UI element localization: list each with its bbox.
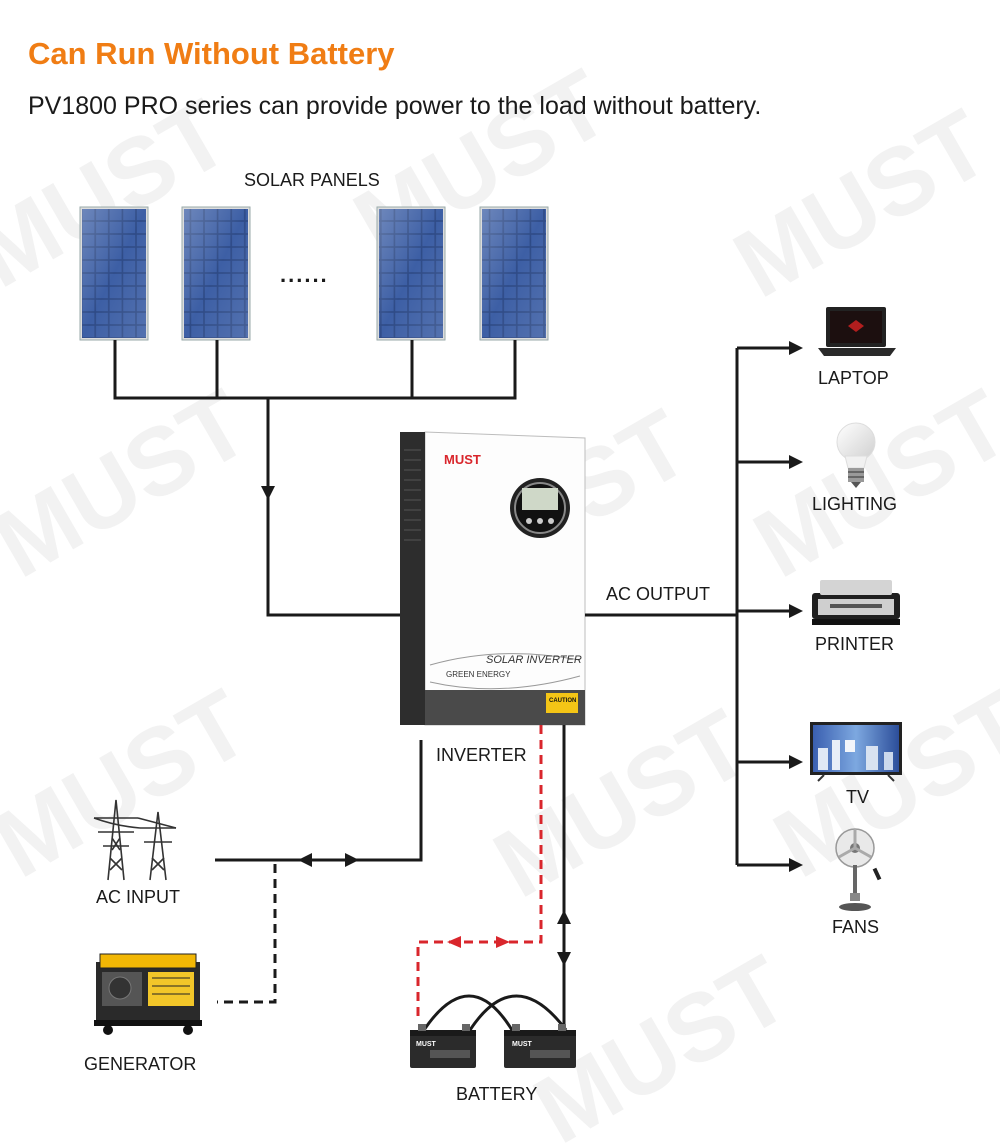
laptop-icon [818, 307, 896, 356]
ac-output-wiring [585, 346, 790, 867]
label-fans: FANS [832, 917, 880, 937]
label-ac-output: AC OUTPUT [606, 584, 711, 604]
arrow-up-icon [557, 910, 571, 924]
generator-wire [217, 864, 277, 1004]
printer-icon [812, 580, 900, 625]
label-ac-input: AC INPUT [96, 887, 181, 907]
arrow-left-icon [447, 936, 461, 948]
label-solar-panels: SOLAR PANELS [244, 170, 380, 190]
arrow-right-icon [496, 936, 510, 948]
solar-panel [479, 206, 549, 341]
inverter-warning-label: CAUTION [549, 698, 576, 704]
light-bulb-icon [836, 422, 876, 488]
arrow-right-icon [789, 755, 803, 769]
label-inverter: INVERTER [436, 745, 527, 765]
ac-input-wire [215, 740, 423, 862]
arrow-down-icon [557, 952, 571, 966]
arrow-right-icon [789, 455, 803, 469]
solar-panel [79, 206, 149, 341]
arrow-down-icon [261, 486, 275, 500]
inverter-unit [400, 431, 586, 726]
fan-icon [835, 828, 882, 911]
arrow-left-icon [298, 853, 312, 867]
battery-line-red-dashed [416, 725, 543, 1022]
arrow-right-icon [345, 853, 359, 867]
battery-brand: MUST [512, 1041, 533, 1048]
inverter-tagline: GREEN ENERGY [446, 670, 511, 679]
arrow-right-icon [789, 341, 803, 355]
power-tower-icon [93, 799, 177, 881]
battery-brand: MUST [416, 1041, 437, 1048]
label-printer: PRINTER [815, 634, 895, 654]
panel-gap-dots: ...... [280, 262, 329, 287]
battery-icon [410, 1024, 476, 1068]
battery-icon [504, 1024, 576, 1068]
solar-panel [376, 206, 446, 341]
solar-panel [181, 206, 251, 341]
inverter-brand: MUST [444, 452, 481, 467]
label-battery: BATTERY [456, 1084, 538, 1104]
battery-jumper-cable [422, 994, 568, 1031]
tv-icon [810, 722, 902, 782]
arrow-right-icon [789, 858, 803, 872]
label-generator: GENERATOR [84, 1054, 197, 1074]
inverter-product-name: SOLAR INVERTER [486, 654, 582, 666]
arrow-right-icon [789, 604, 803, 618]
page-subtitle: PV1800 PRO series can provide power to t… [28, 92, 762, 120]
label-laptop: LAPTOP [818, 368, 889, 388]
page-title: Can Run Without Battery [28, 36, 395, 71]
solar-wiring [113, 340, 517, 617]
label-lighting: LIGHTING [812, 494, 898, 514]
label-tv: TV [846, 787, 870, 807]
generator-icon [94, 953, 202, 1035]
